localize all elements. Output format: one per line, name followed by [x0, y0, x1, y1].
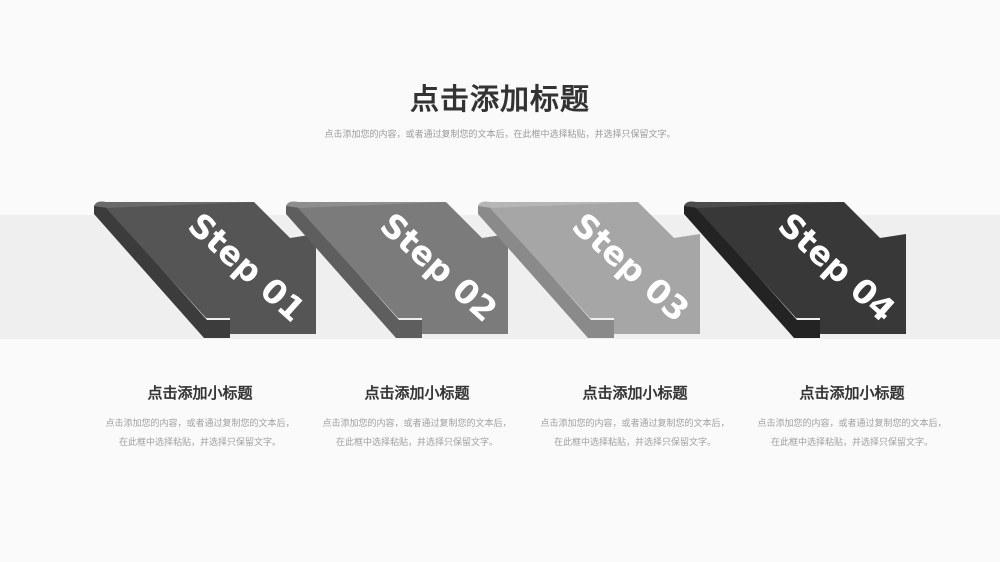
step-arrow-3-side	[478, 202, 614, 338]
step-subtitle-3[interactable]: 点击添加小标题	[582, 384, 688, 402]
step-subtitle-2[interactable]: 点击添加小标题	[364, 384, 470, 402]
step-arrow-4-side	[684, 202, 820, 338]
step-text-2[interactable]: 点击添加您的内容，或者通过复制您的文本后，在此框中选择粘贴，并选择只保留文字。	[322, 419, 512, 448]
page-subtitle[interactable]: 点击添加您的内容，或者通过复制您的文本后，在此框中选择粘贴，并选择只保留文字。	[324, 130, 676, 140]
step-column-1: 点击添加小标题 点击添加您的内容，或者通过复制您的文本后，在此框中选择粘贴，并选…	[105, 382, 295, 453]
step-arrow-4[interactable]: Step 04	[684, 201, 906, 339]
step-arrow-2[interactable]: Step 02	[286, 201, 508, 339]
step-arrow-3-body	[490, 202, 700, 334]
step-arrow-2-body	[298, 202, 508, 334]
step-column-3: 点击添加小标题 点击添加您的内容，或者通过复制您的文本后，在此框中选择粘贴，并选…	[540, 382, 730, 453]
step-arrow-3[interactable]: Step 03	[478, 201, 700, 339]
step-column-2: 点击添加小标题 点击添加您的内容，或者通过复制您的文本后，在此框中选择粘贴，并选…	[322, 382, 512, 453]
step-text-4[interactable]: 点击添加您的内容，或者通过复制您的文本后，在此框中选择粘贴，并选择只保留文字。	[757, 419, 947, 448]
step-arrow-1[interactable]: Step 01	[94, 201, 316, 339]
step-subtitle-4[interactable]: 点击添加小标题	[799, 384, 905, 402]
step-column-4: 点击添加小标题 点击添加您的内容，或者通过复制您的文本后，在此框中选择粘贴，并选…	[757, 382, 947, 453]
step-arrow-1-body	[106, 202, 316, 334]
step-text-1[interactable]: 点击添加您的内容，或者通过复制您的文本后，在此框中选择粘贴，并选择只保留文字。	[105, 419, 295, 448]
step-text-3[interactable]: 点击添加您的内容，或者通过复制您的文本后，在此框中选择粘贴，并选择只保留文字。	[540, 419, 730, 448]
step-arrow-4-body	[696, 202, 906, 334]
step-arrows: Step 01 Step 02 Step 03 Step 04	[94, 201, 906, 339]
page-title[interactable]: 点击添加标题	[409, 82, 590, 116]
step-arrow-1-side	[94, 202, 230, 338]
step-subtitle-1[interactable]: 点击添加小标题	[147, 384, 253, 402]
step-arrow-2-side	[286, 202, 422, 338]
